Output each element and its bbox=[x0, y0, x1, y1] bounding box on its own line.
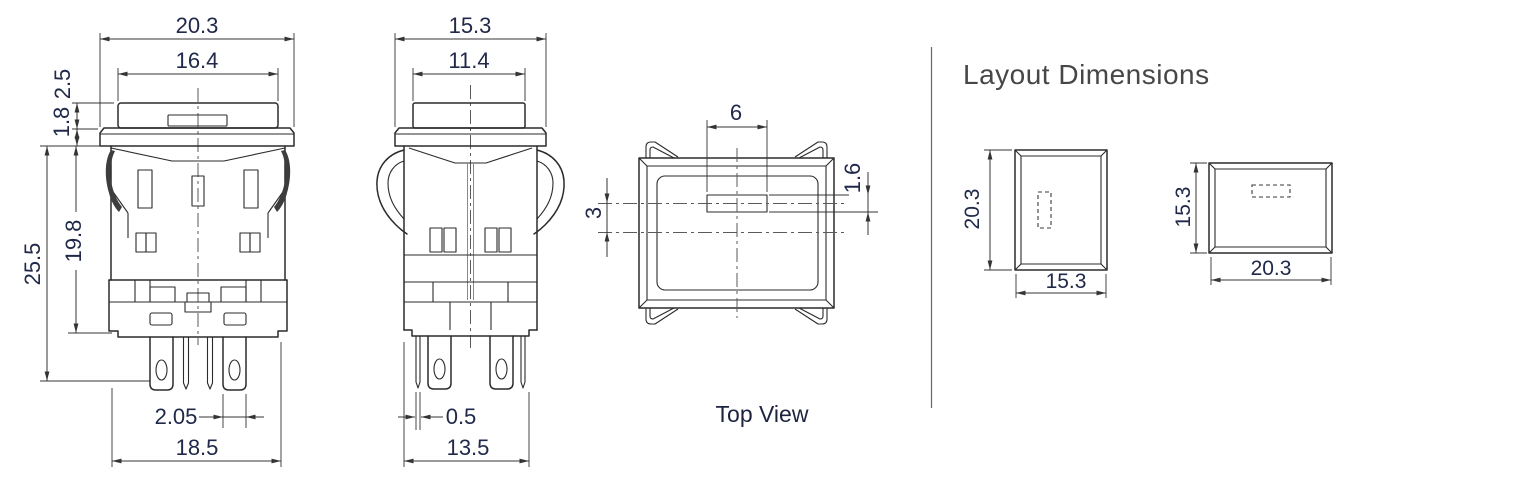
dim-label-front-overall-width: 20.3 bbox=[176, 13, 219, 38]
dim-landscape-width: 20.3 bbox=[1210, 257, 1332, 285]
portrait-window-marker bbox=[1037, 191, 1052, 229]
dim-label-top-window-width: 6 bbox=[730, 100, 742, 125]
dim-side-overall-width: 15.3 bbox=[394, 13, 547, 127]
side-left-clip bbox=[376, 149, 408, 235]
side-flange bbox=[394, 127, 547, 147]
dim-label-side-pin-thickness: 0.5 bbox=[446, 404, 477, 429]
dim-portrait-height: 20.3 bbox=[961, 149, 1012, 271]
landscape-cutout: 15.3 20.3 bbox=[1172, 162, 1333, 285]
dim-label-front-cap-height: 2.5 bbox=[50, 69, 75, 100]
front-base bbox=[108, 279, 288, 338]
dim-front-flange-height: 1.8 bbox=[49, 107, 80, 146]
dim-label-top-window-offset: 3 bbox=[581, 207, 606, 219]
top-view: 6 1.6 3 Top View bbox=[581, 100, 878, 427]
landscape-window-marker bbox=[1251, 184, 1291, 198]
dim-label-side-cap-width: 11.4 bbox=[448, 48, 489, 73]
terminal-right-hole bbox=[228, 359, 241, 381]
dim-label-front-body-height: 19.8 bbox=[61, 220, 86, 263]
side-terminal-rear-hole bbox=[495, 358, 508, 380]
dim-front-overall-width: 20.3 bbox=[99, 13, 295, 127]
dim-front-body-height: 19.8 bbox=[61, 146, 112, 333]
dim-front-terminal-span: 18.5 bbox=[111, 342, 282, 467]
dim-label-side-terminal-span: 13.5 bbox=[447, 435, 490, 460]
side-terminal-rear bbox=[489, 335, 514, 390]
dim-label-landscape-height: 15.3 bbox=[1172, 187, 1195, 228]
dim-label-front-terminal-span: 18.5 bbox=[176, 435, 219, 460]
dim-landscape-height: 15.3 bbox=[1172, 162, 1207, 254]
dim-front-terminal-width: 2.05 bbox=[155, 394, 264, 429]
dim-label-front-terminal-width: 2.05 bbox=[155, 404, 198, 429]
front-right-clip bbox=[274, 150, 291, 212]
top-view-centerlines bbox=[598, 148, 848, 318]
terminal-left-hole bbox=[155, 359, 168, 381]
dim-top-window-width: 6 bbox=[706, 100, 768, 192]
top-view-caption: Top View bbox=[716, 401, 809, 427]
dim-top-window-offset: 3 bbox=[581, 178, 610, 257]
dim-side-terminal-span: 13.5 bbox=[403, 342, 530, 467]
side-right-clip bbox=[533, 149, 565, 235]
pin-left bbox=[182, 337, 190, 390]
layout-panel: Layout Dimensions 20.3 15.3 bbox=[930, 47, 1333, 408]
side-terminals bbox=[415, 335, 526, 390]
body-slot-center bbox=[191, 175, 205, 207]
dim-label-portrait-width: 15.3 bbox=[1046, 270, 1087, 293]
portrait-cutout: 20.3 15.3 bbox=[961, 149, 1108, 298]
dim-side-cap-width: 11.4 bbox=[412, 48, 526, 101]
side-terminal-front bbox=[427, 335, 452, 390]
side-pin-front bbox=[415, 336, 421, 389]
dim-label-portrait-height: 20.3 bbox=[961, 189, 984, 230]
dim-label-front-overall-height: 25.5 bbox=[20, 243, 45, 286]
cap-slot bbox=[167, 114, 228, 127]
front-terminals bbox=[149, 336, 247, 391]
front-view: 20.3 16.4 2.5 1.8 19.8 25.5 bbox=[20, 13, 295, 467]
layout-panel-heading: Layout Dimensions bbox=[963, 59, 1210, 90]
dim-front-overall-height: 25.5 bbox=[20, 145, 150, 382]
body-slot-left bbox=[137, 169, 153, 209]
dim-front-cap-height: 2.5 bbox=[50, 69, 114, 130]
side-pin-rear bbox=[520, 336, 526, 389]
terminal-left bbox=[149, 336, 174, 391]
side-view: 15.3 11.4 0.5 13.5 bbox=[376, 13, 565, 467]
front-body bbox=[105, 145, 291, 281]
front-left-clip bbox=[105, 150, 122, 212]
body-slot-right bbox=[243, 169, 259, 209]
dim-side-pin-thickness: 0.5 bbox=[398, 392, 476, 430]
front-flange bbox=[99, 127, 295, 147]
dim-top-window-height: 1.6 bbox=[769, 163, 878, 235]
top-view-clips bbox=[645, 141, 828, 325]
side-terminal-front-hole bbox=[433, 358, 446, 380]
side-body bbox=[376, 145, 565, 337]
pin-right bbox=[206, 337, 214, 390]
dim-label-landscape-width: 20.3 bbox=[1251, 257, 1292, 280]
dim-label-side-overall-width: 15.3 bbox=[449, 13, 492, 38]
dim-label-front-flange-height: 1.8 bbox=[49, 107, 74, 138]
side-button-cap bbox=[412, 102, 526, 129]
dim-label-top-window-height: 1.6 bbox=[840, 163, 865, 194]
dim-label-front-cap-width: 16.4 bbox=[176, 48, 219, 73]
dim-front-cap-width: 16.4 bbox=[117, 48, 279, 101]
terminal-right bbox=[222, 336, 247, 391]
dim-portrait-width: 15.3 bbox=[1015, 270, 1107, 298]
